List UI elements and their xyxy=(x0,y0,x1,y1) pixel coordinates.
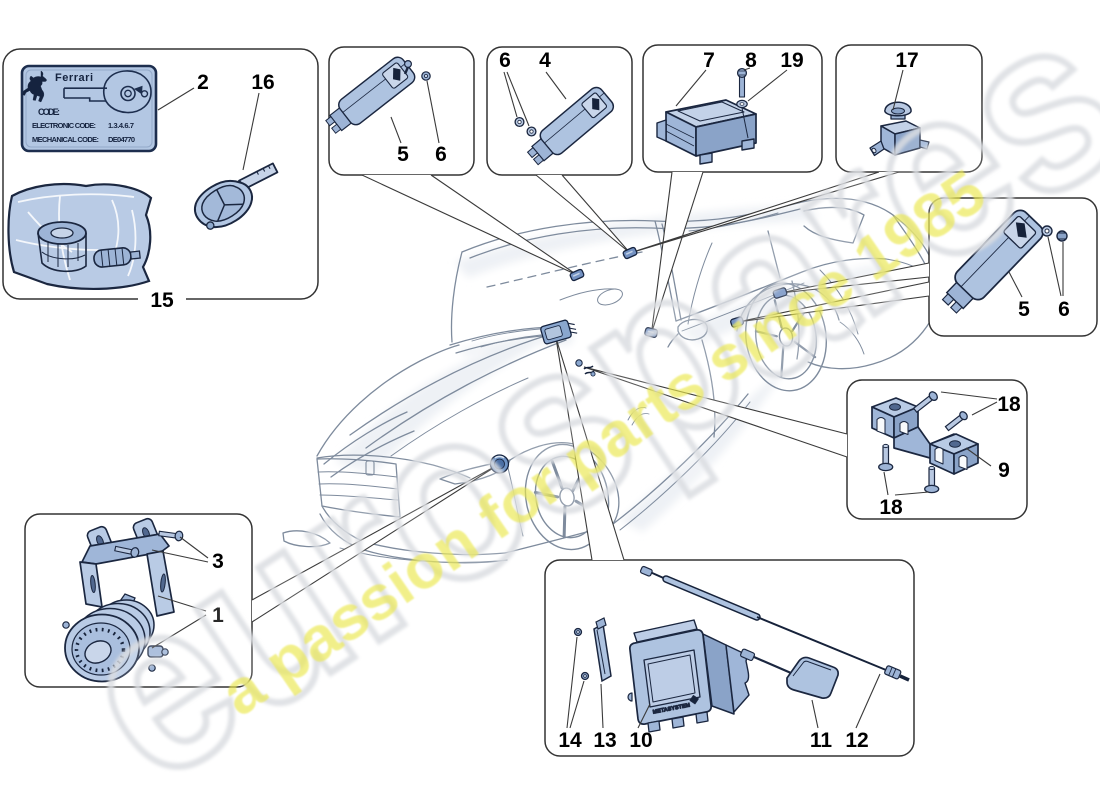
svg-text:15: 15 xyxy=(150,289,174,312)
svg-text:MECHANICAL CODE:: MECHANICAL CODE: xyxy=(32,135,99,144)
svg-text:18: 18 xyxy=(879,496,903,519)
svg-text:CODE:: CODE: xyxy=(38,107,60,117)
svg-text:17: 17 xyxy=(895,49,918,72)
svg-text:8: 8 xyxy=(745,49,757,72)
svg-text:6: 6 xyxy=(435,143,447,166)
svg-text:7: 7 xyxy=(703,49,715,72)
svg-text:3: 3 xyxy=(212,550,224,573)
svg-text:10: 10 xyxy=(629,729,652,752)
svg-text:1.3.4.6.7: 1.3.4.6.7 xyxy=(108,121,134,130)
svg-text:ELECTRONIC CODE:: ELECTRONIC CODE: xyxy=(32,121,96,130)
svg-text:16: 16 xyxy=(251,71,274,94)
svg-text:1: 1 xyxy=(212,604,224,627)
svg-text:9: 9 xyxy=(998,459,1010,482)
svg-text:6: 6 xyxy=(499,49,511,72)
svg-text:6: 6 xyxy=(1058,298,1070,321)
svg-text:19: 19 xyxy=(780,49,803,72)
svg-text:11: 11 xyxy=(810,729,833,752)
svg-text:5: 5 xyxy=(397,143,409,166)
svg-text:12: 12 xyxy=(845,729,868,752)
svg-text:Ferrari: Ferrari xyxy=(55,72,93,84)
svg-text:5: 5 xyxy=(1018,298,1030,321)
svg-text:14: 14 xyxy=(558,729,582,752)
svg-text:18: 18 xyxy=(997,393,1021,416)
svg-text:13: 13 xyxy=(593,729,616,752)
svg-text:4: 4 xyxy=(539,49,551,72)
svg-text:DE04770: DE04770 xyxy=(108,135,135,144)
svg-text:2: 2 xyxy=(197,71,209,94)
